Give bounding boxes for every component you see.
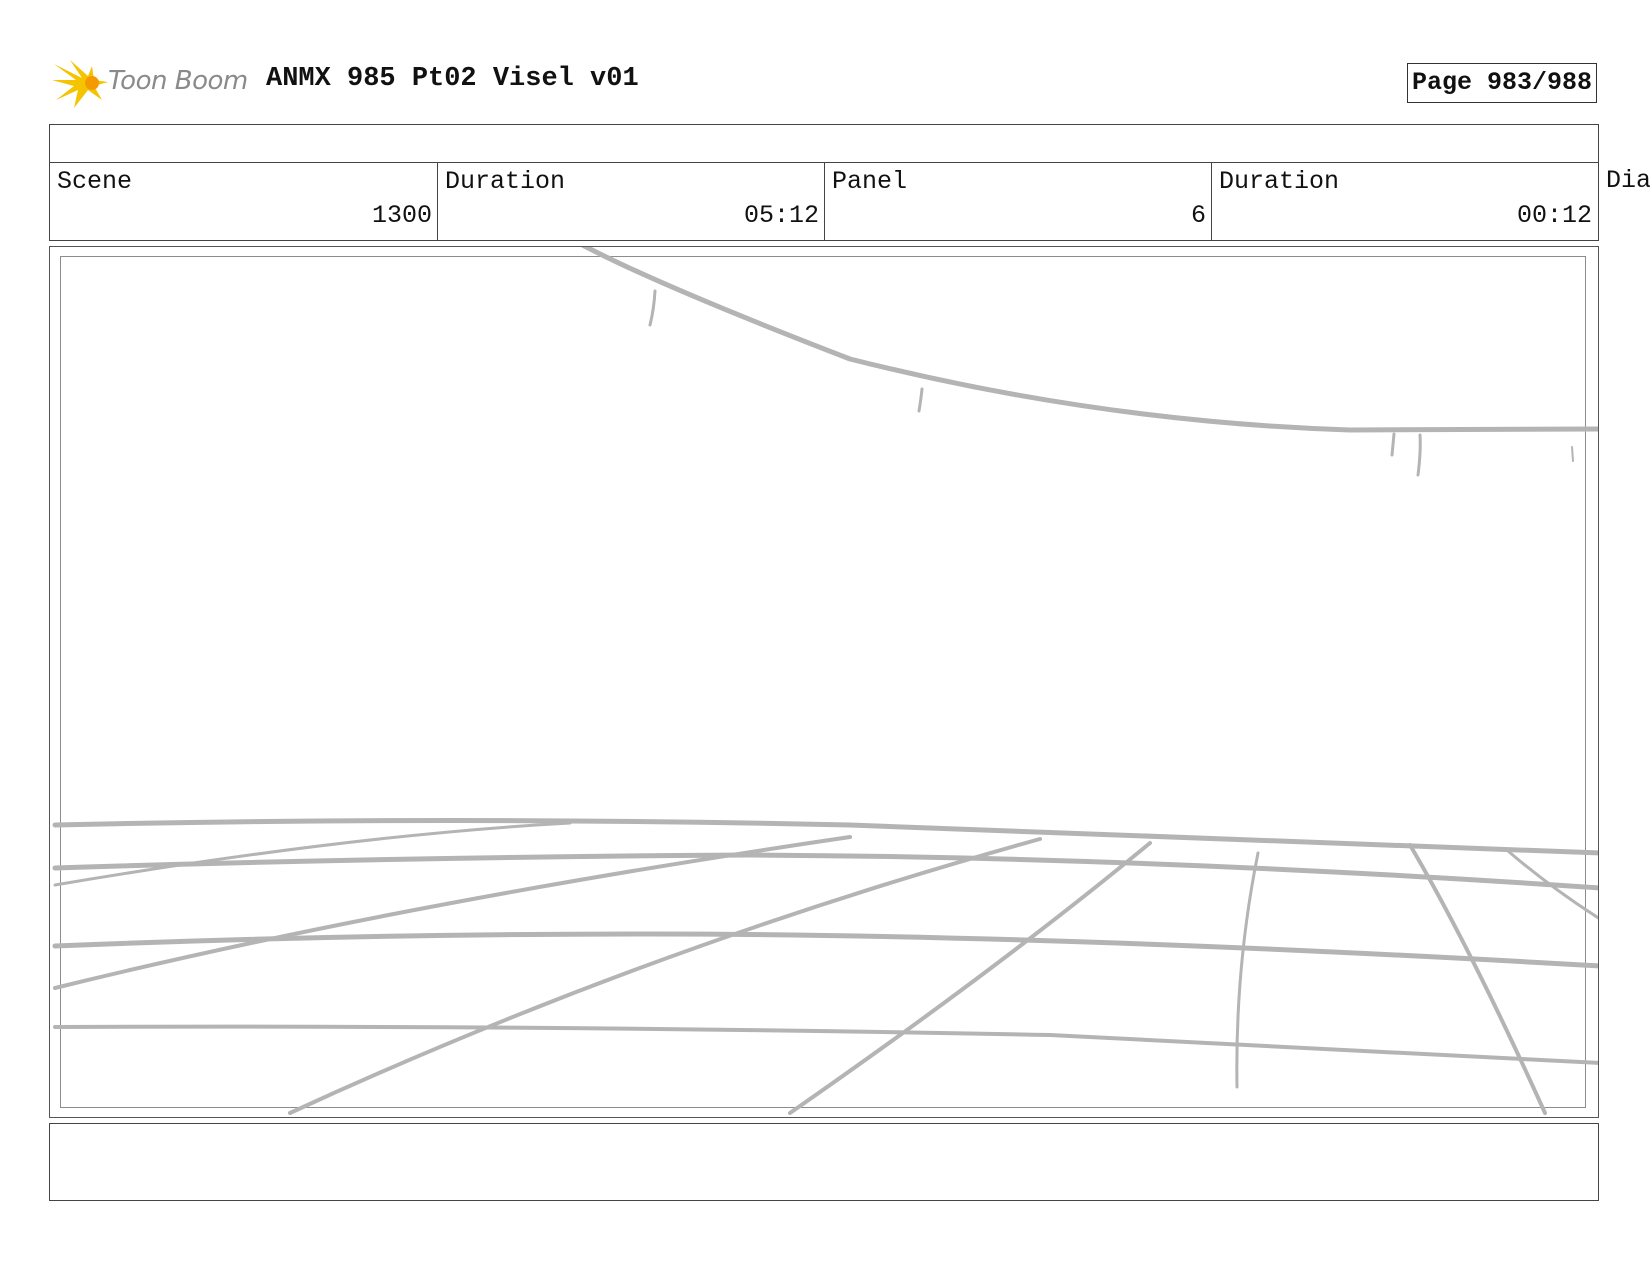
document-title: ANMX 985 Pt02 Visel v01 xyxy=(266,64,639,94)
scene-label: Scene xyxy=(57,167,133,196)
toon-boom-starburst-icon xyxy=(52,60,108,108)
page-number: Page 983/988 xyxy=(1407,63,1597,103)
dialogue-notes-box xyxy=(49,1123,1599,1201)
sketch-ground-line xyxy=(1235,851,1260,1089)
scene-info-row: Scene 1300 Duration 05:12 Panel 6 Durati… xyxy=(49,162,1599,241)
dialogue-label: Dia xyxy=(1606,166,1650,195)
sketch-ground-line xyxy=(53,821,572,887)
sketch-ground-line xyxy=(288,837,1042,1115)
sketch-drip xyxy=(1571,446,1574,462)
panel-safe-area xyxy=(60,256,1586,1108)
sketch-ground-line xyxy=(53,1024,1598,1065)
scene-cell: Scene 1300 xyxy=(50,163,438,240)
sketch-ground-line xyxy=(53,835,852,990)
scene-value: 1300 xyxy=(371,201,432,230)
sketch-drip xyxy=(648,289,657,327)
scene-duration-label: Duration xyxy=(445,167,566,196)
panel-duration-value: 00:12 xyxy=(1516,201,1592,230)
logo-text: Toon Boom xyxy=(108,66,248,96)
panel-cell: Panel 6 xyxy=(825,163,1212,240)
sketch-ground-line xyxy=(52,818,1598,856)
sketch-ground-line xyxy=(1408,843,1547,1115)
storyboard-panel xyxy=(49,246,1599,1118)
panel-duration-label: Duration xyxy=(1219,167,1340,196)
panel-sketch-drawing xyxy=(52,247,1598,1115)
sketch-ground-line xyxy=(52,931,1598,969)
scene-duration-cell: Duration 05:12 xyxy=(438,163,825,240)
toon-boom-logo: Toon Boom xyxy=(52,56,252,110)
sketch-drip xyxy=(917,387,924,413)
sketch-drip xyxy=(1390,432,1396,457)
sketch-upper-curve xyxy=(580,247,1598,433)
header-blank-row xyxy=(49,124,1599,163)
panel-duration-cell: Duration 00:12 xyxy=(1212,163,1597,240)
sketch-drip xyxy=(1416,433,1422,477)
scene-duration-value: 05:12 xyxy=(743,201,819,230)
panel-label: Panel xyxy=(832,167,908,196)
sketch-ground-line xyxy=(1506,849,1598,920)
sketch-ground-line xyxy=(52,852,1598,891)
sketch-ground-line xyxy=(788,841,1152,1115)
panel-value: 6 xyxy=(1190,201,1206,230)
